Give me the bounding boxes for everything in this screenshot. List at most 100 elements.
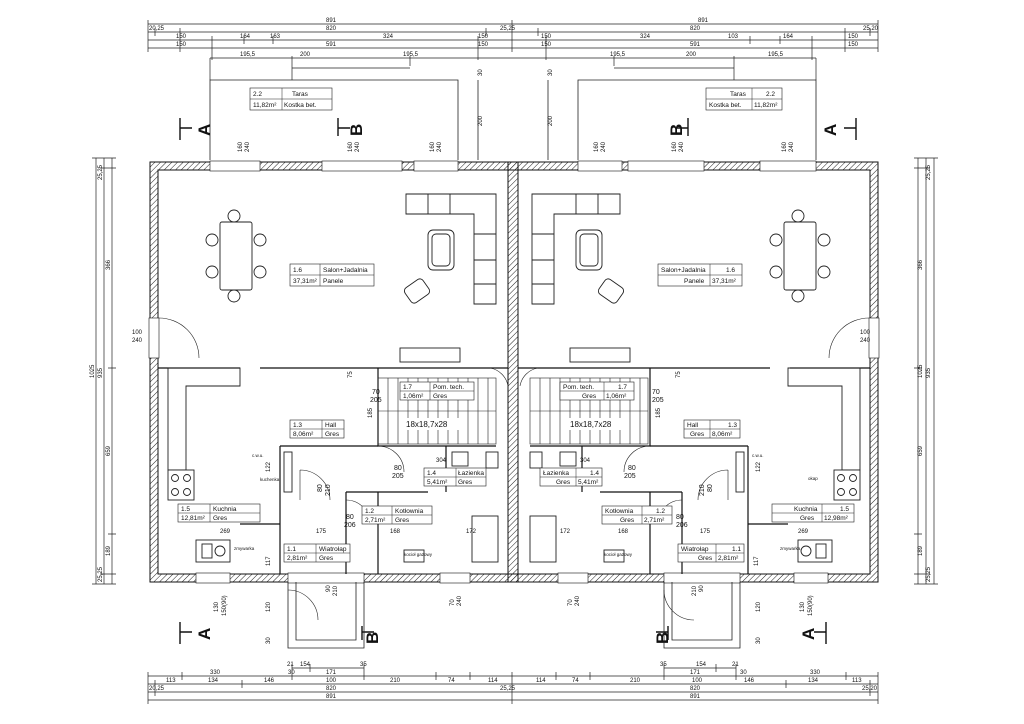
dim-label: 205 [652,397,664,404]
dim-label: 240 [457,595,463,606]
room-stamp-kuchnia-left: 1.5 Kuchnia 12,81m² Gres [177,503,261,523]
section-marks [179,118,857,644]
room-name: Taras [292,91,309,98]
room-stamp-hall-right: Hall 1.3 Gres 8,06m² [683,419,741,439]
dim-label: 154 [696,662,707,668]
dim-label: 103 [728,34,739,40]
dim-label: 80 [346,514,354,521]
section-a-label: A [799,628,818,640]
dim-label: 659 [106,445,112,456]
dim-label: 21 [732,662,739,668]
room-area: 1,06m² [403,393,424,400]
room-area: 5,41m² [427,479,448,486]
room-no: 2.2 [766,91,775,98]
room-area: 5,41m² [578,479,599,486]
room-no: 1.6 [293,267,302,274]
room-finish: Panele [684,278,705,285]
dim-label: 75 [676,371,682,378]
dim-label: 113 [166,678,176,684]
dim-label: 160 [430,141,436,152]
room-area: 1,06m² [606,393,627,400]
dim-label: 100 [692,678,703,684]
dim-label: 117 [266,556,272,566]
furniture [167,193,861,563]
dim-label: 70 [652,389,660,396]
room-area: 2,71m² [644,517,665,524]
dim-label: 240 [679,141,685,152]
section-b-label: B [667,124,686,136]
dim-label: 195,5 [403,52,419,58]
room-name: Kuchnia [794,506,818,513]
dim-label: 130 [214,601,220,612]
room-stamp-kotlownia-left: 1.2 Kotłownia 2,71m² Gres [361,505,433,525]
dim-label: 240 [245,141,251,152]
dim-label: 74 [448,678,455,684]
room-name: Wiatrołap [681,546,709,553]
dim-label: 80 [676,514,684,521]
room-area: 8,06m² [293,431,314,438]
top-dimension-labels: 891 891 820 820 20,25 25,25 25,20 150 16… [149,18,879,76]
dim-label: 240 [355,141,361,152]
room-no: 1.7 [403,384,412,391]
dim-label: 113 [852,678,862,684]
dim-label: 35 [660,662,667,668]
room-stamp-hall-left: 1.3 Hall 8,06m² Gres [289,419,345,439]
room-name: Kotłownia [395,508,424,515]
dim-label: 70 [450,599,456,606]
dim-label: 20,25 [149,686,165,692]
stairs-left [377,377,497,445]
dim-top-right-ends: 25,20 [863,26,879,32]
room-name: Łazienka [458,470,484,477]
room-name: Pom. tech. [563,384,594,391]
dim-label: 172 [466,529,477,535]
room-name: Łazienka [543,470,569,477]
interior-labels: 80 205 80 205 70 205 70 205 80 210 210 8… [220,371,809,566]
room-no: 1.5 [181,506,190,513]
room-stamp-salon-right: Salon+Jadalnia 1.6 Panele 37,31m² [657,263,743,287]
label-kociol: kocioł gazowy [604,552,633,557]
dim-label: 130 [800,601,806,612]
room-area: 8,06m² [712,431,733,438]
room-finish: Kostka bet. [709,102,742,109]
dim-label: 163 [270,34,281,40]
dim-label: 205 [392,473,404,480]
room-finish: Gres [620,517,635,524]
dim-label: 175 [316,529,327,535]
bottom-dimension-labels: 154 171 154 171 330 30 100 210 74 114 11… [149,662,878,700]
dim-label: 171 [690,670,701,676]
dim-label: 172 [560,529,571,535]
room-area: 2,81m² [718,555,739,562]
stairs-right [529,377,649,445]
room-no: 1.5 [840,506,849,513]
dim-label: 1025 [918,364,924,378]
dim-label: 150(90) [808,595,814,616]
room-finish: Panele [323,278,344,285]
dim-label: 74 [572,678,579,684]
section-b-label: B [363,632,382,644]
room-no: 2.2 [253,91,262,98]
room-area: 12,98m² [824,515,849,522]
dim-label: 30 [756,637,762,644]
room-name: Pom. tech. [433,384,464,391]
dim-label: 324 [640,34,651,40]
dim-label: 240 [437,141,443,152]
dim-label: 210 [390,678,401,684]
room-no: 1.6 [726,267,735,274]
dim-label: 80 [394,465,402,472]
room-no: 1.3 [728,422,737,429]
label-zmywarka: zmywarka [780,546,801,551]
dim-label: 100 [860,330,871,336]
dim-label: 150 [848,42,859,48]
terraces [209,67,817,160]
room-area: 37,31m² [712,278,737,285]
dim-label: 150 [848,34,859,40]
room-no: 1.1 [287,546,296,553]
dim-label: 200 [548,115,554,126]
dim-top-inner-right: 820 [690,26,701,32]
stair-label-bg [566,418,626,430]
room-finish: Gres [458,479,473,486]
room-finish: Gres [325,431,340,438]
room-name: Kuchnia [213,506,237,513]
bottom-dimensions [147,664,879,704]
dim-label: 269 [798,529,809,535]
